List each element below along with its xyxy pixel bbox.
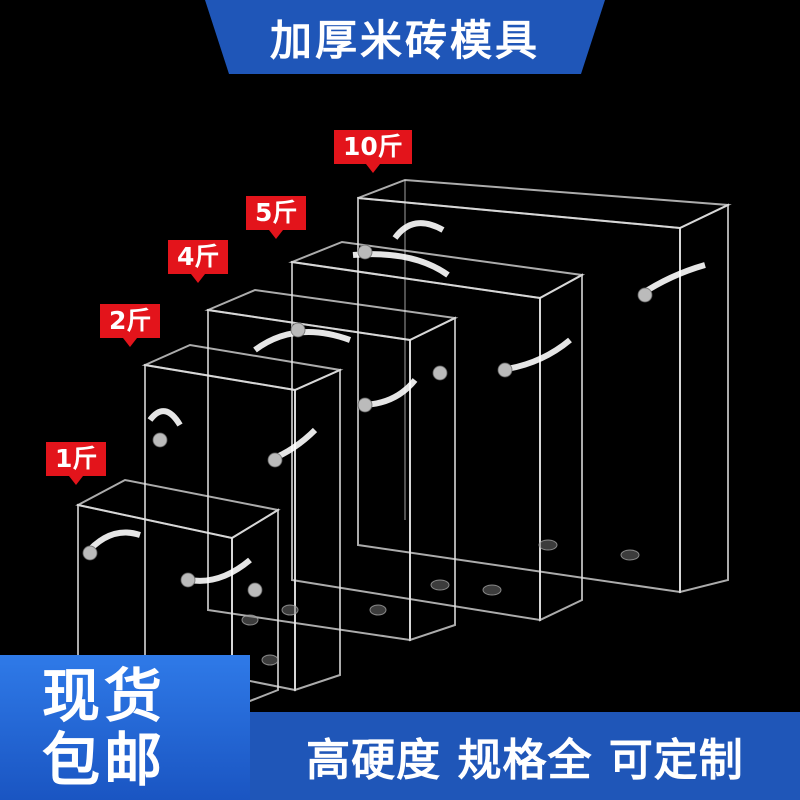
promo-panel: 现货 包邮 xyxy=(0,655,250,800)
drain-hole-icon xyxy=(241,539,640,666)
size-tag-10: 10斤 xyxy=(334,130,412,173)
slogan-text: 高硬度 规格全 可定制 xyxy=(306,735,744,786)
slogan-banner: 高硬度 规格全 可定制 xyxy=(250,712,800,800)
box-4-jin xyxy=(204,288,459,642)
size-tag-5: 5斤 xyxy=(246,196,307,239)
title-text: 加厚米砖模具 xyxy=(269,15,540,65)
promo-line-2: 包邮 xyxy=(42,725,167,794)
title-banner: 加厚米砖模具 xyxy=(205,0,605,74)
promo-line-1: 现货 xyxy=(42,661,167,730)
size-tag-1: 1斤 xyxy=(46,442,107,485)
box-2-jin xyxy=(141,343,344,692)
box-5-jin xyxy=(288,240,586,622)
size-tag-2: 2斤 xyxy=(100,304,161,347)
size-tag-4: 4斤 xyxy=(168,240,229,283)
bolt-icon xyxy=(82,244,653,598)
